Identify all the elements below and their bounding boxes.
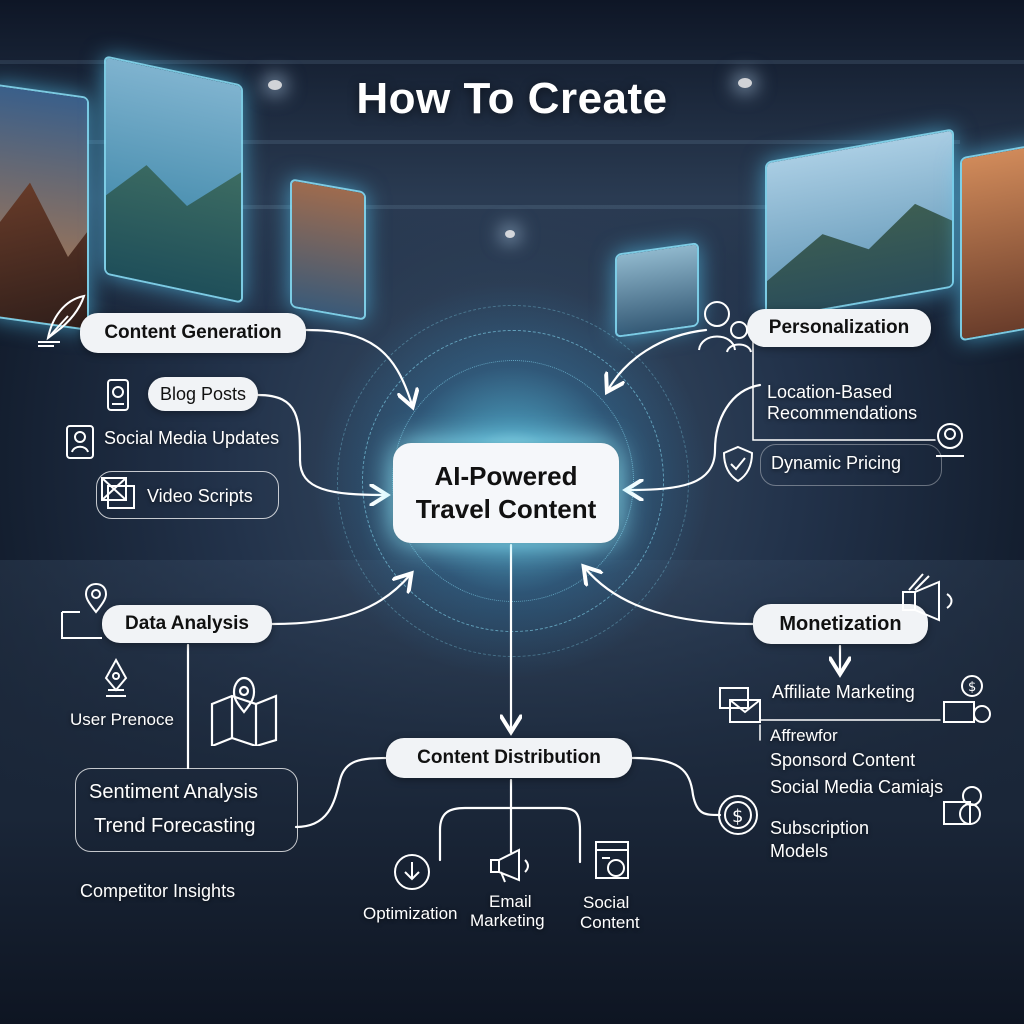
video-frame-icon bbox=[101, 477, 135, 509]
content-generation-node[interactable]: Content Generation bbox=[80, 313, 306, 353]
connector-data-analysis bbox=[270, 575, 410, 626]
sentiment-group-outline bbox=[75, 768, 298, 852]
video-scripts-outline bbox=[96, 471, 279, 519]
personalization-node[interactable]: Personalization bbox=[747, 309, 931, 347]
ceiling-light bbox=[738, 78, 752, 88]
dollar-coin-icon bbox=[943, 786, 982, 825]
optimization-label: Optimization bbox=[363, 904, 458, 923]
ceiling-light bbox=[268, 80, 282, 90]
connector-recommendations bbox=[628, 383, 762, 490]
ceiling-beam bbox=[60, 140, 960, 144]
sponsord-content-label: Sponsord Content bbox=[770, 750, 916, 770]
competitor-insights-label: Competitor Insights bbox=[80, 881, 236, 901]
dollar-coin-icon: $ bbox=[943, 675, 991, 723]
monetization-node[interactable]: Monetization bbox=[753, 604, 928, 644]
content-label: Content bbox=[580, 913, 640, 932]
center-line-1: AI-Powered bbox=[434, 461, 578, 491]
center-node[interactable]: AI-Powered Travel Content bbox=[393, 443, 619, 543]
social-media-updates-label: Social Media Updates bbox=[104, 428, 280, 448]
subscription-label: Subscription bbox=[770, 818, 870, 838]
profile-card-icon bbox=[66, 425, 94, 459]
connector-personalization bbox=[608, 328, 708, 390]
content-distribution-node[interactable]: Content Distribution bbox=[386, 738, 632, 778]
megaphone-icon bbox=[490, 848, 529, 883]
connector-subscription bbox=[630, 756, 722, 817]
connector-content-generation bbox=[304, 328, 412, 405]
folded-map-icon bbox=[210, 676, 278, 746]
svg-text:$: $ bbox=[968, 680, 976, 695]
trend-forecasting-label: Trend Forecasting bbox=[94, 815, 256, 837]
social-label: Social bbox=[583, 893, 630, 912]
location-based-label: Location-Based bbox=[767, 382, 893, 402]
dollar-coin-icon: $ bbox=[718, 795, 758, 835]
dynamic-pricing-outline bbox=[760, 444, 942, 486]
feather-pen-icon bbox=[38, 294, 86, 347]
ceiling-beam bbox=[0, 60, 1024, 64]
shield-check-icon bbox=[722, 445, 754, 483]
recommendations-label: Recommendations bbox=[767, 403, 918, 423]
data-analysis-node[interactable]: Data Analysis bbox=[102, 605, 272, 643]
sentiment-analysis-label: Sentiment Analysis bbox=[89, 781, 258, 803]
ceiling-beam bbox=[180, 205, 840, 209]
svg-text:$: $ bbox=[732, 806, 743, 827]
models-label: Models bbox=[770, 841, 829, 861]
folder-icon bbox=[595, 841, 629, 879]
blog-posts-node[interactable]: Blog Posts bbox=[148, 377, 258, 411]
dynamic-pricing-label: Dynamic Pricing bbox=[771, 453, 902, 473]
megaphone-icon bbox=[902, 573, 953, 622]
affrewfor-label: Affrewfor bbox=[770, 726, 838, 745]
page-title: How To Create bbox=[356, 74, 668, 123]
personalization-bracket bbox=[752, 339, 936, 441]
connector-branch bbox=[438, 806, 582, 864]
affiliate-marketing-label: Affiliate Marketing bbox=[772, 682, 915, 702]
user-prenoce-label: User Prenoce bbox=[70, 710, 174, 729]
email-icon bbox=[719, 687, 761, 723]
map-pin-icon bbox=[61, 582, 108, 639]
video-scripts-label: Video Scripts bbox=[147, 486, 253, 506]
ceiling-light bbox=[505, 230, 515, 238]
marketing-label: Marketing bbox=[470, 911, 545, 930]
social-media-camiajs-label: Social Media Camiajs bbox=[770, 777, 944, 797]
email-label: Email bbox=[489, 892, 532, 911]
connector-sentiment bbox=[294, 756, 390, 829]
mobile-phone-icon bbox=[107, 379, 129, 411]
connector-monetization bbox=[585, 568, 755, 626]
user-location-icon bbox=[936, 423, 964, 457]
download-icon bbox=[394, 854, 430, 890]
center-line-2: Travel Content bbox=[415, 494, 597, 524]
users-icon bbox=[698, 301, 752, 353]
pen-nib-icon bbox=[104, 657, 128, 697]
connector-blog-posts bbox=[256, 393, 385, 495]
